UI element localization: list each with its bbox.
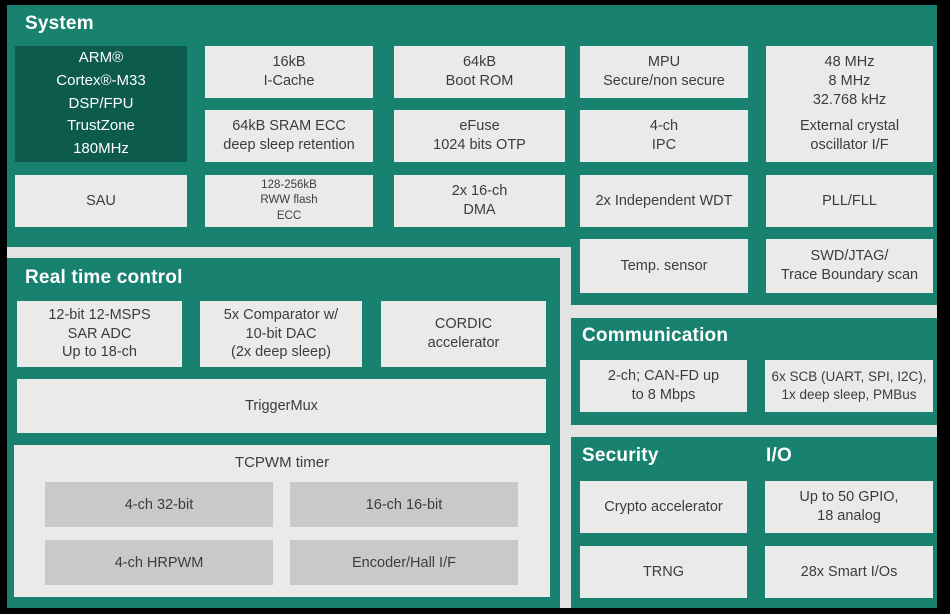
block-sram-ecc: 64kB SRAM ECC deep sleep retention [205,110,373,162]
real-time-control-section-title: Real time control [25,267,183,288]
block-smart-io: 28x Smart I/Os [765,546,933,598]
block-arm-cortex-m33: ARM® Cortex®-M33 DSP/FPU TrustZone 180MH… [15,46,187,162]
block-scb-uart-spi-i2c: 6x SCB (UART, SPI, I2C), 1x deep sleep, … [765,360,933,412]
block-cordic-accelerator: CORDIC accelerator [381,301,546,367]
block-icache: 16kB I-Cache [205,46,373,98]
block-temp-sensor: Temp. sensor [580,239,748,293]
block-trng: TRNG [580,546,747,598]
block-swd-jtag-trace: SWD/JTAG/ Trace Boundary scan [766,239,933,293]
block-external-crystal-oscillator: 48 MHz 8 MHz 32.768 kHz External crystal… [766,46,933,162]
block-sau: SAU [15,175,187,227]
content-layer: System Real time control Communication S… [7,5,937,608]
block-independent-wdt: 2x Independent WDT [580,175,748,227]
crystal-label: External crystal oscillator I/F [799,117,900,153]
block-efuse-otp: eFuse 1024 bits OTP [394,110,565,162]
block-tcpwm-4ch-32bit: 4-ch 32-bit [45,482,273,527]
block-tcpwm-encoder-hall: Encoder/Hall I/F [290,540,518,585]
security-section-title: Security [582,445,659,466]
block-mpu: MPU Secure/non secure [580,46,748,98]
block-dma: 2x 16-ch DMA [394,175,565,227]
io-section-title: I/O [766,445,792,466]
block-pll-fll: PLL/FLL [766,175,933,227]
block-gpio: Up to 50 GPIO, 18 analog [765,481,933,533]
diagram-canvas: System Real time control Communication S… [7,5,937,608]
system-section-title: System [25,13,94,34]
block-tcpwm-16ch-16bit: 16-ch 16-bit [290,482,518,527]
block-sar-adc: 12-bit 12-MSPS SAR ADC Up to 18-ch [17,301,182,367]
block-tcpwm-4ch-hrpwm: 4-ch HRPWM [45,540,273,585]
communication-section-title: Communication [582,325,729,346]
crystal-frequencies: 48 MHz 8 MHz 32.768 kHz [812,54,887,109]
tcpwm-timer-title: TCPWM timer [234,454,330,471]
block-tcpwm-timer-group: TCPWM timer 4-ch 32-bit 16-ch 16-bit 4-c… [14,445,550,597]
block-crypto-accelerator: Crypto accelerator [580,481,747,533]
block-ipc: 4-ch IPC [580,110,748,162]
block-rww-flash-ecc: 128-256kB RWW flash ECC [205,175,373,227]
block-can-fd: 2-ch; CAN-FD up to 8 Mbps [580,360,747,412]
block-boot-rom: 64kB Boot ROM [394,46,565,98]
block-triggermux: TriggerMux [17,379,546,433]
block-comparator-dac: 5x Comparator w/ 10-bit DAC (2x deep sle… [200,301,362,367]
